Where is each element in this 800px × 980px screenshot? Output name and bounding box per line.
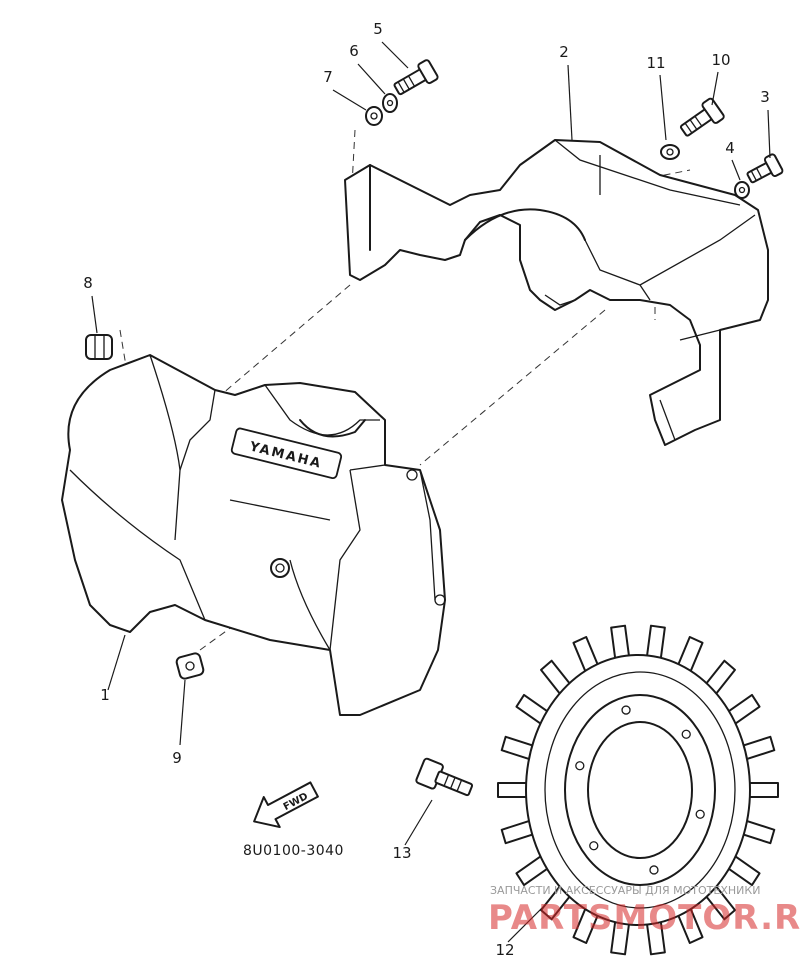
bolt-part-5 <box>393 59 439 96</box>
callout-number-6: 6 <box>349 42 359 60</box>
fan-bolt-hole <box>649 865 659 875</box>
callout-number-3: 3 <box>760 88 770 106</box>
callout-number-7: 7 <box>323 68 333 86</box>
fan-bolt-hole <box>695 809 705 819</box>
washer-part-11 <box>660 144 680 160</box>
flywheel-fan-part-12 <box>497 624 779 956</box>
washer-part-7 <box>365 106 383 126</box>
callout-number-1: 1 <box>100 686 110 704</box>
bolt-part-13 <box>415 757 474 797</box>
callout-number-11: 11 <box>646 54 665 72</box>
callout-number-8: 8 <box>83 274 93 292</box>
callout-number-5: 5 <box>373 20 383 38</box>
fan-bolt-hole <box>621 705 631 715</box>
washer-part-4 <box>734 181 750 199</box>
callout-number-13: 13 <box>392 844 411 862</box>
nut-part-8 <box>85 334 113 360</box>
callout-number-9: 9 <box>172 749 182 767</box>
callout-number-4: 4 <box>725 139 735 157</box>
callout-number-10: 10 <box>711 51 730 69</box>
bolt-part-3 <box>746 153 784 184</box>
watermark-site-name: PARTSMOTOR.RU <box>488 898 800 938</box>
forward-direction-arrow: FWD <box>253 781 319 829</box>
fan-bolt-hole <box>681 729 691 739</box>
callout-leaders <box>91 41 771 943</box>
washer-part-6 <box>382 93 398 113</box>
main-cover-part-1: YAMAHA <box>61 354 446 716</box>
callout-number-12: 12 <box>495 941 514 959</box>
drawing-code-label: 8U0100-3040 <box>243 843 344 859</box>
fan-bolt-hole <box>575 761 585 771</box>
callout-number-2: 2 <box>559 43 569 61</box>
fan-bolt-hole <box>589 841 599 851</box>
upper-shroud-part-2 <box>344 139 769 446</box>
bolt-part-10 <box>679 97 725 137</box>
nut-part-9 <box>175 652 205 680</box>
watermark-tagline: ЗАПЧАСТИ И АКСЕССУАРЫ ДЛЯ МОТОТЕХНИКИ <box>490 884 761 897</box>
